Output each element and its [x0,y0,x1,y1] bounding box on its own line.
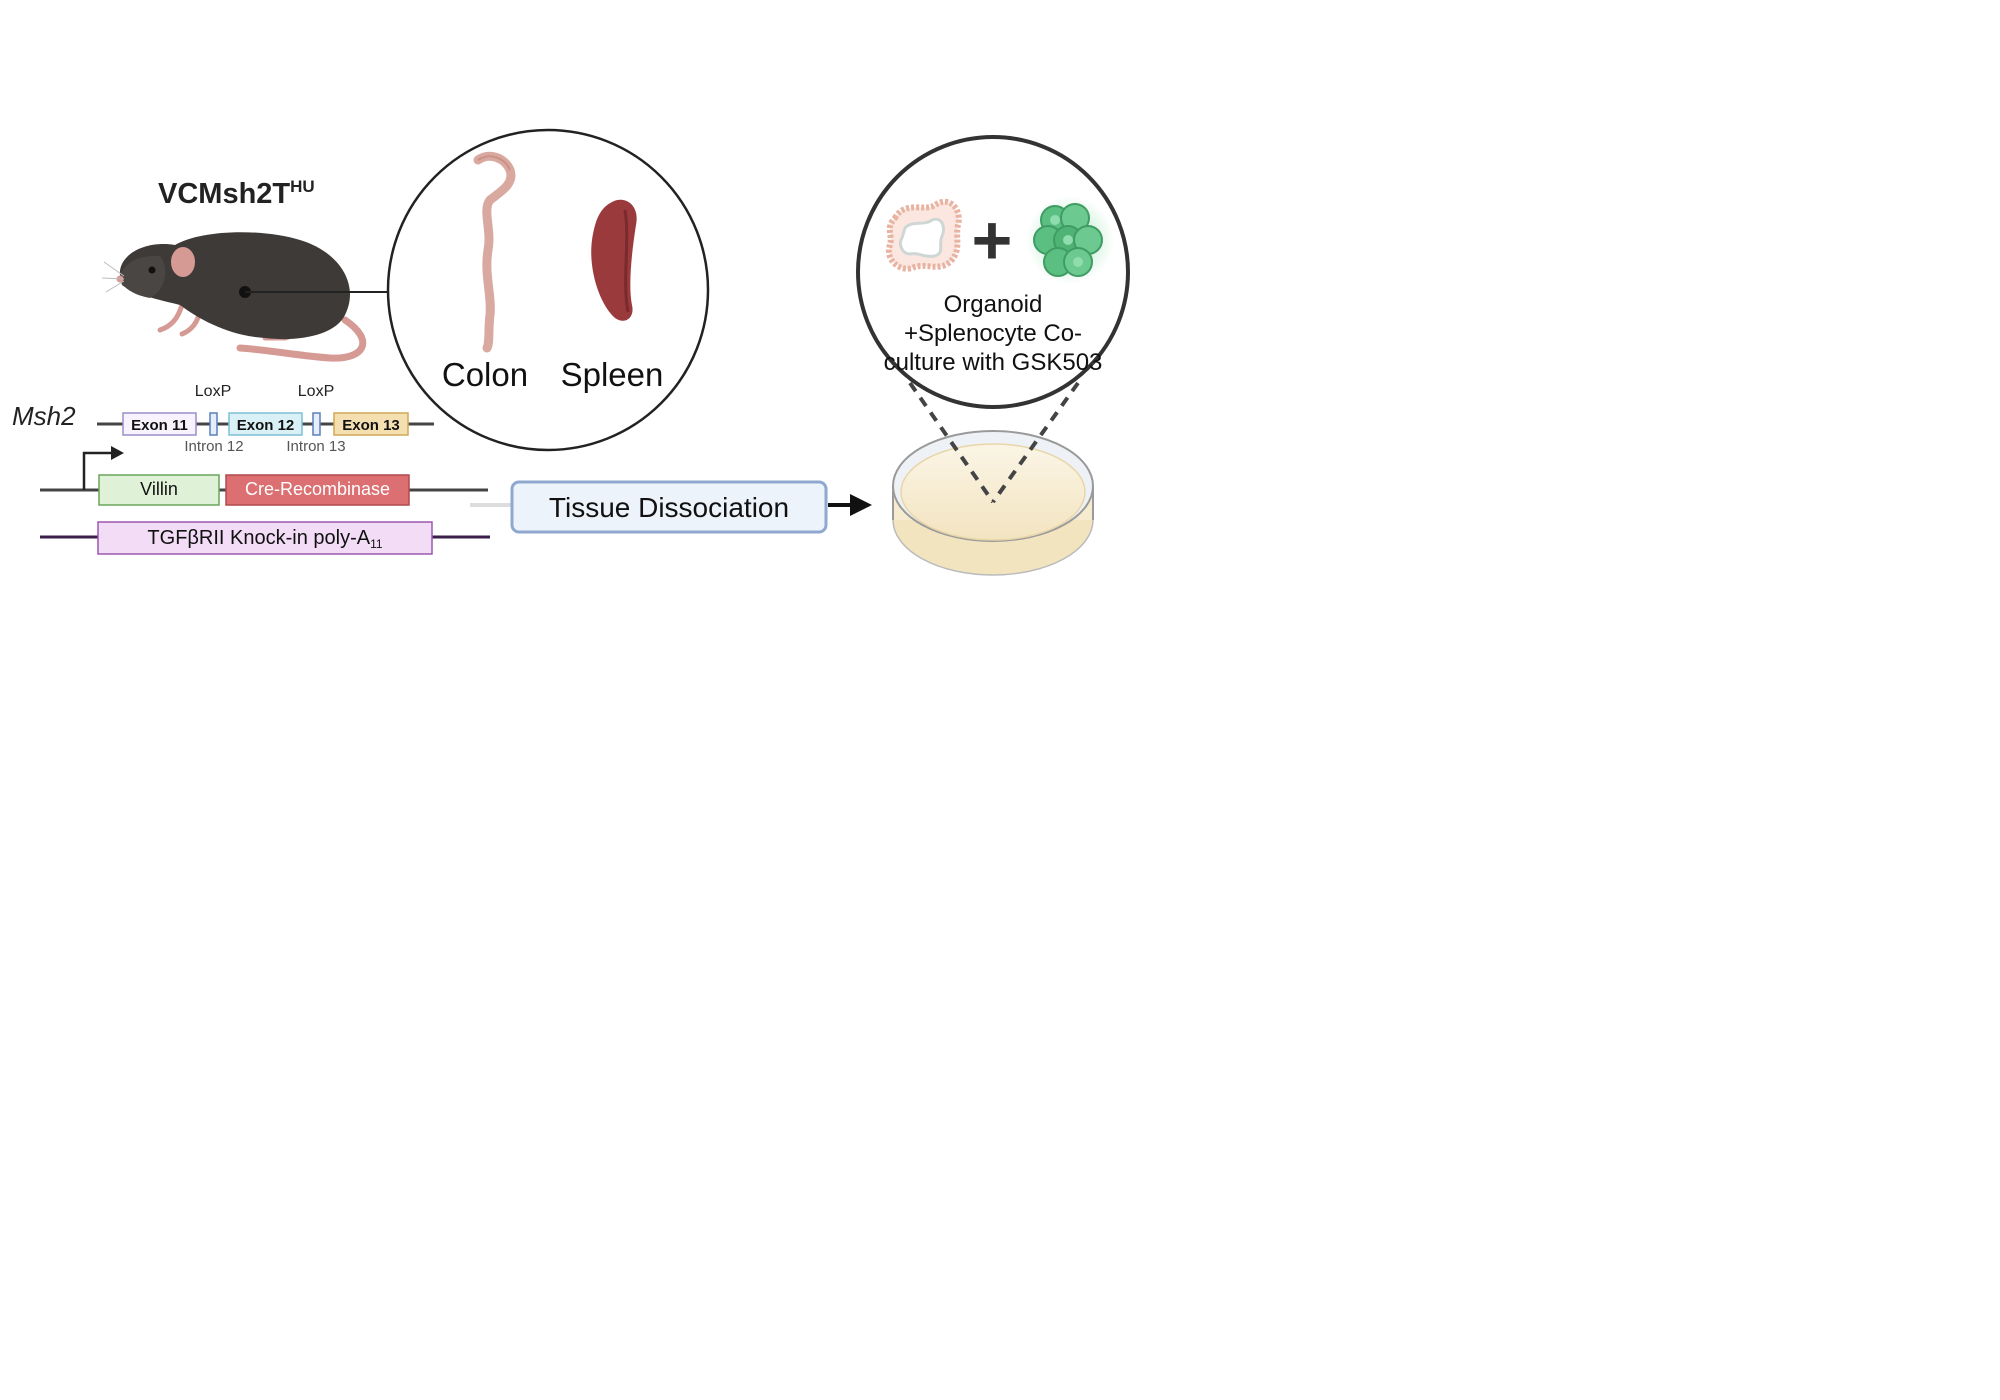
tissue-dissociation-label: Tissue Dissociation [549,492,789,523]
petri-dish [892,430,1094,576]
dish-media [900,443,1086,541]
callout-dash-right [991,381,1080,504]
tissue-callout-circle [386,128,710,452]
tissue-dissociation-box [510,480,828,534]
loxp-label-1: LoxP [195,383,231,400]
mouse-front-leg-1 [157,302,185,333]
colon-label: Colon [442,356,528,393]
msh2-gene-label: Msh2 [12,401,76,431]
mouse-ear [167,243,199,281]
mouse-tail [236,316,367,362]
tissue-dissociation-step: Tissue Dissociation [470,480,872,534]
mouse-strain-title: VCMsh2THU [158,177,315,210]
coculture-line-2: +Splenocyte Co- [904,320,1082,347]
cre-recombinase-box [225,474,410,506]
cre-recombinase-label: Cre-Recombinase [245,479,390,499]
tgfbrii-label: TGFβRII Knock-in poly-A11 [147,527,382,551]
loxp-site-2 [312,412,321,436]
spleen-label: Spleen [561,356,664,393]
intron-12-label: Intron 12 [184,438,243,455]
promoter-arrow-icon [82,451,112,490]
tgfbrii-box [97,521,433,555]
loxp-label-2: LoxP [298,383,334,400]
coculture-callout: + Organoid +Splenocyte Co- culture with … [856,135,1130,409]
tgfbrii-construct: TGFβRII Knock-in poly-A11 [40,521,490,555]
mouse-illustration [101,232,390,362]
villin-cre-construct: Villin Cre-Recombinase [40,446,488,506]
process-arrow-icon [850,494,872,516]
exon-13-label: Exon 13 [342,417,400,434]
villin-box [98,474,220,506]
splenocyte-cluster-icon [1026,196,1114,284]
organoid-icon [885,198,962,272]
intron-13-label: Intron 13 [286,438,345,455]
mouse-strain-superscript: HU [290,177,315,196]
coculture-line-3: culture with GSK503 [884,349,1103,376]
tgfbrii-subscript: 11 [370,537,383,551]
tissue-callout: Colon Spleen [386,128,710,452]
callout-dash-left [908,381,995,504]
msh2-gene-map: Msh2 LoxP LoxP Exon 11 Exon 12 Exon 13 I… [12,383,434,455]
coculture-line-1: Organoid [944,291,1043,318]
exon-11-label: Exon 11 [131,417,188,434]
villin-label: Villin [140,479,178,499]
plus-icon: + [972,201,1013,279]
exon-12-box [228,412,303,436]
exon-12-label: Exon 12 [237,417,295,434]
loxp-site-1 [209,412,218,436]
mouse-eye [148,266,156,274]
exon-13-box [333,412,409,436]
exon-11-box [122,412,197,436]
